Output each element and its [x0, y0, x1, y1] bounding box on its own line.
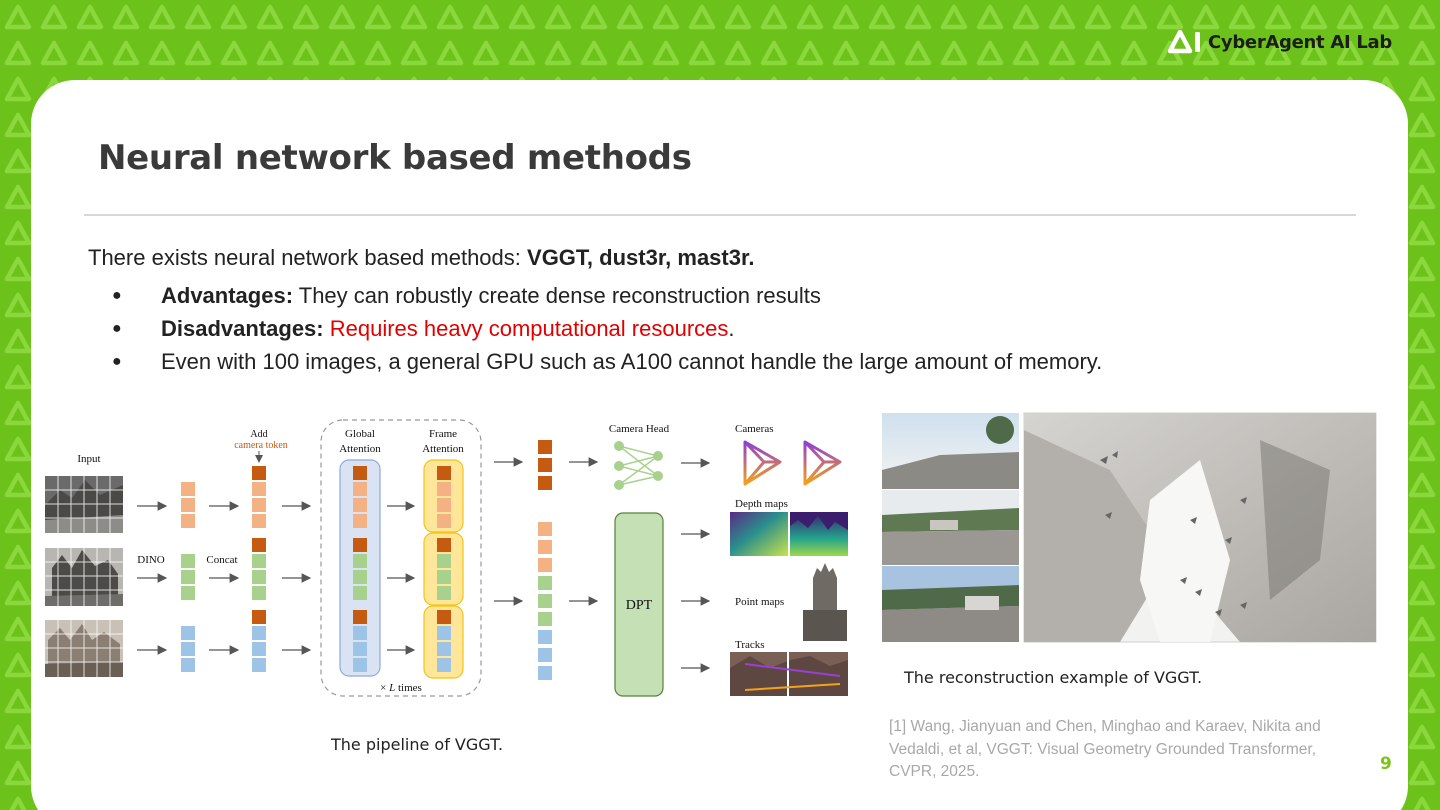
reference-citation: [1] Wang, Jianyuan and Chen, Minghao and…	[889, 718, 1321, 780]
bullet-dot: ●	[112, 352, 122, 370]
point-cloud-render	[1023, 412, 1377, 643]
arrows-input	[137, 501, 168, 655]
concat-tokens	[252, 466, 266, 672]
global-attention-label-2: Attention	[339, 443, 381, 455]
global-attention-tokens	[353, 466, 367, 672]
frame-attention-label-2: Attention	[422, 443, 464, 455]
frame-attention-tokens	[437, 466, 451, 672]
bullet-label: Disadvantages:	[161, 315, 324, 341]
list-item: ● Even with 100 images, a general GPU su…	[112, 345, 1102, 378]
list-item: ● Disadvantages: Requires heavy computat…	[112, 312, 1102, 345]
times-label: × L times	[380, 682, 422, 694]
bullet-text: Even with 100 images, a general GPU such…	[161, 348, 1103, 374]
camera-tokens-out	[538, 440, 552, 490]
point-map-tower	[800, 563, 848, 641]
bullet-dot: ●	[112, 319, 122, 337]
input-photo-3	[882, 566, 1019, 642]
input-photo-1	[882, 413, 1019, 489]
pipeline-caption: The pipeline of VGGT.	[331, 735, 504, 754]
arrows-dino	[209, 501, 240, 655]
bullet-text: They can robustly create dense reconstru…	[293, 282, 821, 308]
dpt-label: DPT	[626, 598, 653, 613]
input-photo-2	[882, 490, 1019, 565]
arrows-tokens-out	[569, 457, 599, 606]
frame-tokens-out	[538, 522, 552, 680]
bullet-red-text: Requires heavy computational resources	[323, 315, 729, 341]
depth-map-1	[730, 512, 788, 556]
arrows-to-heads	[494, 457, 524, 606]
list-item: ● Advantages: They can robustly create d…	[112, 279, 1102, 312]
global-attention-label-1: Global	[345, 428, 375, 440]
patch-grid	[45, 476, 123, 677]
concat-label: Concat	[206, 554, 237, 566]
tracks-label: Tracks	[735, 639, 765, 651]
dino-tokens	[181, 482, 195, 672]
intro-methods: VGGT, dust3r, mast3r.	[527, 245, 755, 270]
camera-head-network	[614, 441, 663, 490]
page-number: 9	[1380, 754, 1392, 774]
intro-prefix: There exists neural network based method…	[88, 245, 528, 270]
ai-lab-logo-icon	[1168, 30, 1200, 54]
add-label: Add	[250, 429, 267, 440]
camera-frustum-icons	[743, 440, 842, 486]
bullet-list: ● Advantages: They can robustly create d…	[112, 279, 1102, 378]
dino-label: DINO	[137, 554, 165, 566]
slide-title: Neural network based methods	[98, 138, 692, 178]
camera-token-label: camera token	[234, 440, 288, 451]
arrows-global	[387, 501, 416, 655]
dpt-box	[614, 512, 664, 697]
bullet-dot: ●	[112, 286, 122, 304]
depth-map-2	[790, 512, 848, 556]
alternating-attention-block	[320, 419, 482, 697]
frame-attention-label-1: Frame	[429, 428, 457, 440]
cameras-label: Cameras	[735, 423, 773, 435]
bullet-label: Advantages:	[161, 282, 294, 308]
arrows-concat	[282, 501, 312, 655]
title-divider	[84, 214, 1356, 216]
tracks-image	[730, 652, 848, 696]
vggt-pipeline-figure: Input DINO	[45, 419, 848, 697]
camera-head-label: Camera Head	[609, 423, 670, 435]
depth-maps-label: Depth maps	[735, 498, 788, 510]
arrows-to-outputs	[681, 458, 711, 673]
reconstruction-figure	[882, 412, 1377, 643]
bullet-text: .	[728, 315, 735, 341]
intro-text: There exists neural network based method…	[88, 245, 754, 271]
point-maps-label: Point maps	[735, 596, 784, 608]
brand-logo: CyberAgent AI Lab	[1168, 30, 1392, 54]
reconstruction-caption: The reconstruction example of VGGT.	[904, 668, 1203, 687]
logo-text: CyberAgent AI Lab	[1208, 31, 1392, 53]
input-label: Input	[77, 453, 100, 465]
